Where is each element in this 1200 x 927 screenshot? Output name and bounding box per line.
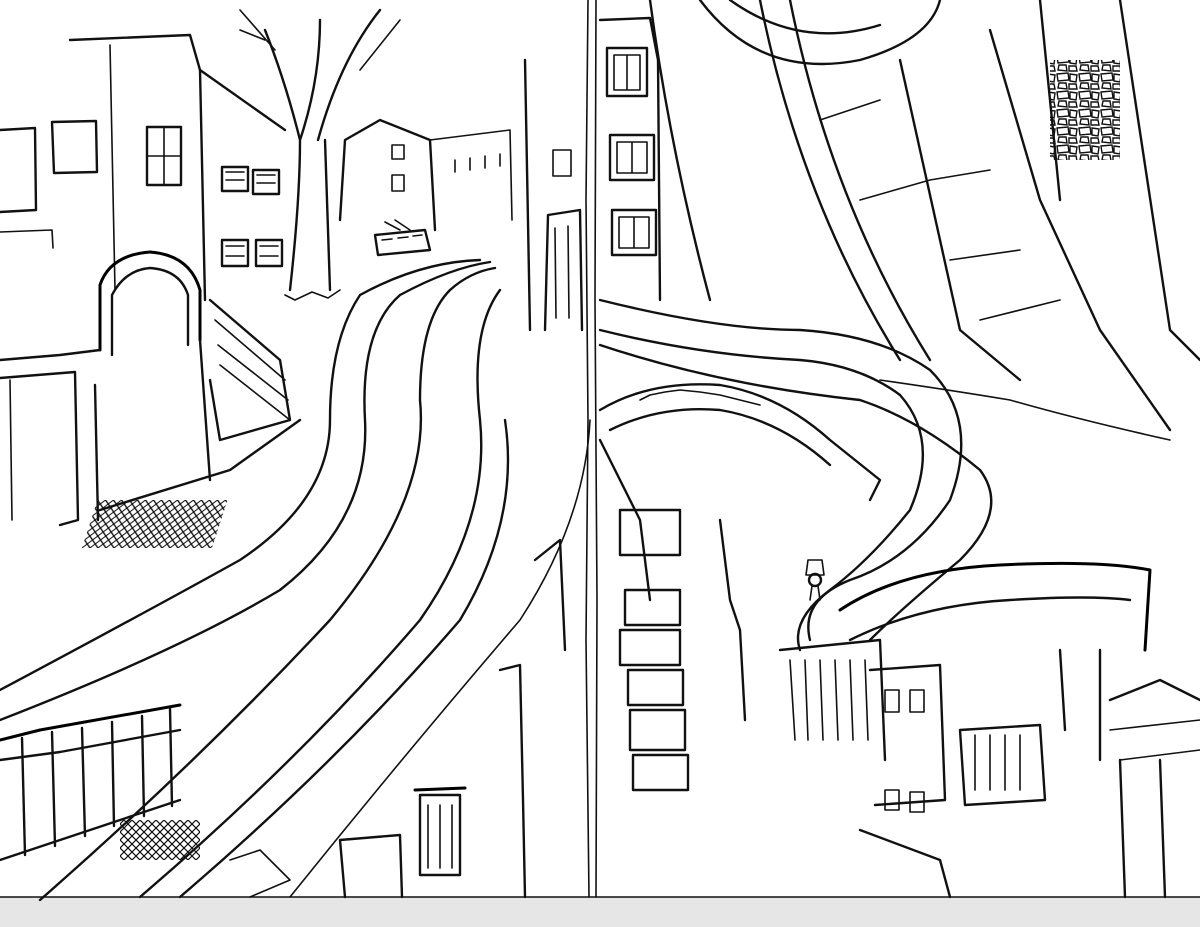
pedestrian-icon	[805, 559, 825, 601]
archway	[0, 250, 212, 527]
stone-wall	[1050, 60, 1120, 160]
viewpoint-bridge	[598, 383, 882, 602]
fence	[0, 703, 182, 862]
scan-edge	[0, 897, 1200, 927]
left-house-windows	[145, 125, 284, 268]
book-gutter	[585, 0, 598, 898]
bottom-houses-left	[229, 786, 467, 899]
terrace-wall	[838, 561, 1152, 762]
center-left-building	[523, 58, 584, 332]
winding-road-right	[598, 298, 1171, 652]
bottom-grate	[120, 820, 200, 860]
corner-building	[598, 16, 662, 302]
stone-pier	[618, 508, 747, 792]
winding-road-left	[0, 258, 591, 902]
tree	[239, 8, 401, 301]
lamp-post	[498, 538, 567, 899]
curving-wall	[648, 0, 1200, 432]
distant-buildings	[338, 118, 513, 232]
left-stairs	[98, 298, 302, 512]
left-house	[0, 33, 287, 302]
tram-icon	[373, 219, 432, 257]
lower-town	[778, 638, 1200, 899]
drain-grate	[81, 500, 228, 548]
